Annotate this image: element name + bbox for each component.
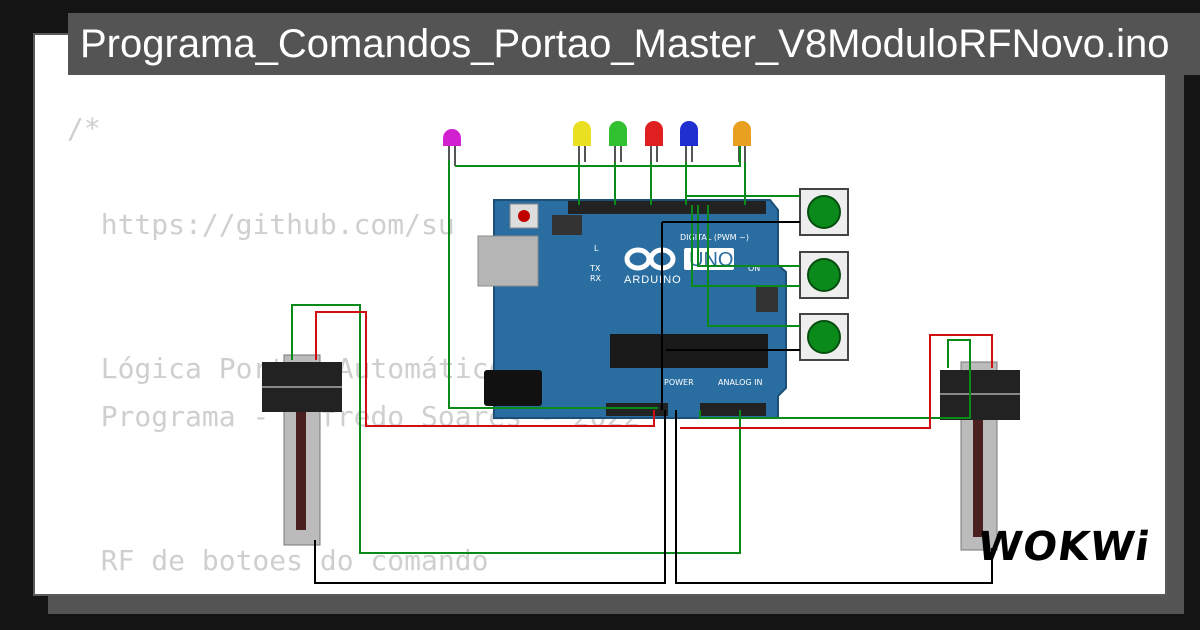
code-preview: /* https://github.com/su Lógica Portão A… <box>67 105 640 594</box>
svg-text:TX: TX <box>589 264 601 273</box>
board-brand: ARDUINO <box>624 274 682 286</box>
svg-text:ANALOG IN: ANALOG IN <box>718 378 763 387</box>
power-header <box>606 403 668 416</box>
led-magenta[interactable] <box>443 129 461 166</box>
svg-text:DIGITAL (PWM ~): DIGITAL (PWM ~) <box>680 233 749 242</box>
code-line: RF de botoes do comando <box>67 544 489 577</box>
code-line: /* <box>67 112 101 145</box>
wokwi-logo[interactable]: WOKWi <box>974 524 1154 570</box>
led-orange[interactable] <box>733 121 751 162</box>
led-yellow[interactable] <box>573 121 591 162</box>
icsp-header <box>552 215 582 235</box>
code-line: Botão 1 -- 5333971 <box>67 585 640 594</box>
icsp-right <box>756 286 778 312</box>
digital-header <box>568 201 766 214</box>
code-line: https://github.com/su <box>67 208 455 241</box>
push-button-2[interactable] <box>799 251 849 299</box>
svg-text:ON: ON <box>748 264 760 273</box>
usb-port <box>477 235 539 287</box>
title-bar: Programa_Comandos_Portao_Master_V8Modulo… <box>68 13 1200 75</box>
svg-text:RX: RX <box>590 274 602 283</box>
slide-potentiometer-left[interactable] <box>262 354 342 546</box>
push-button-3[interactable] <box>799 313 849 361</box>
led-green[interactable] <box>609 121 627 162</box>
arduino-uno-board: UNO ARDUINO DIGITAL (PWM ~) ON L TX RX P… <box>477 199 787 419</box>
analog-header <box>700 403 766 416</box>
slide-potentiometer-right[interactable] <box>940 361 1020 551</box>
wires <box>291 146 993 584</box>
power-jack <box>484 370 542 406</box>
file-title: Programa_Comandos_Portao_Master_V8Modulo… <box>80 22 1170 66</box>
svg-text:POWER: POWER <box>664 378 694 387</box>
board-model: UNO <box>689 249 733 271</box>
push-button-1[interactable] <box>799 188 849 236</box>
led-red[interactable] <box>645 121 663 162</box>
svg-text:L: L <box>594 244 599 253</box>
led-blue[interactable] <box>680 121 698 162</box>
